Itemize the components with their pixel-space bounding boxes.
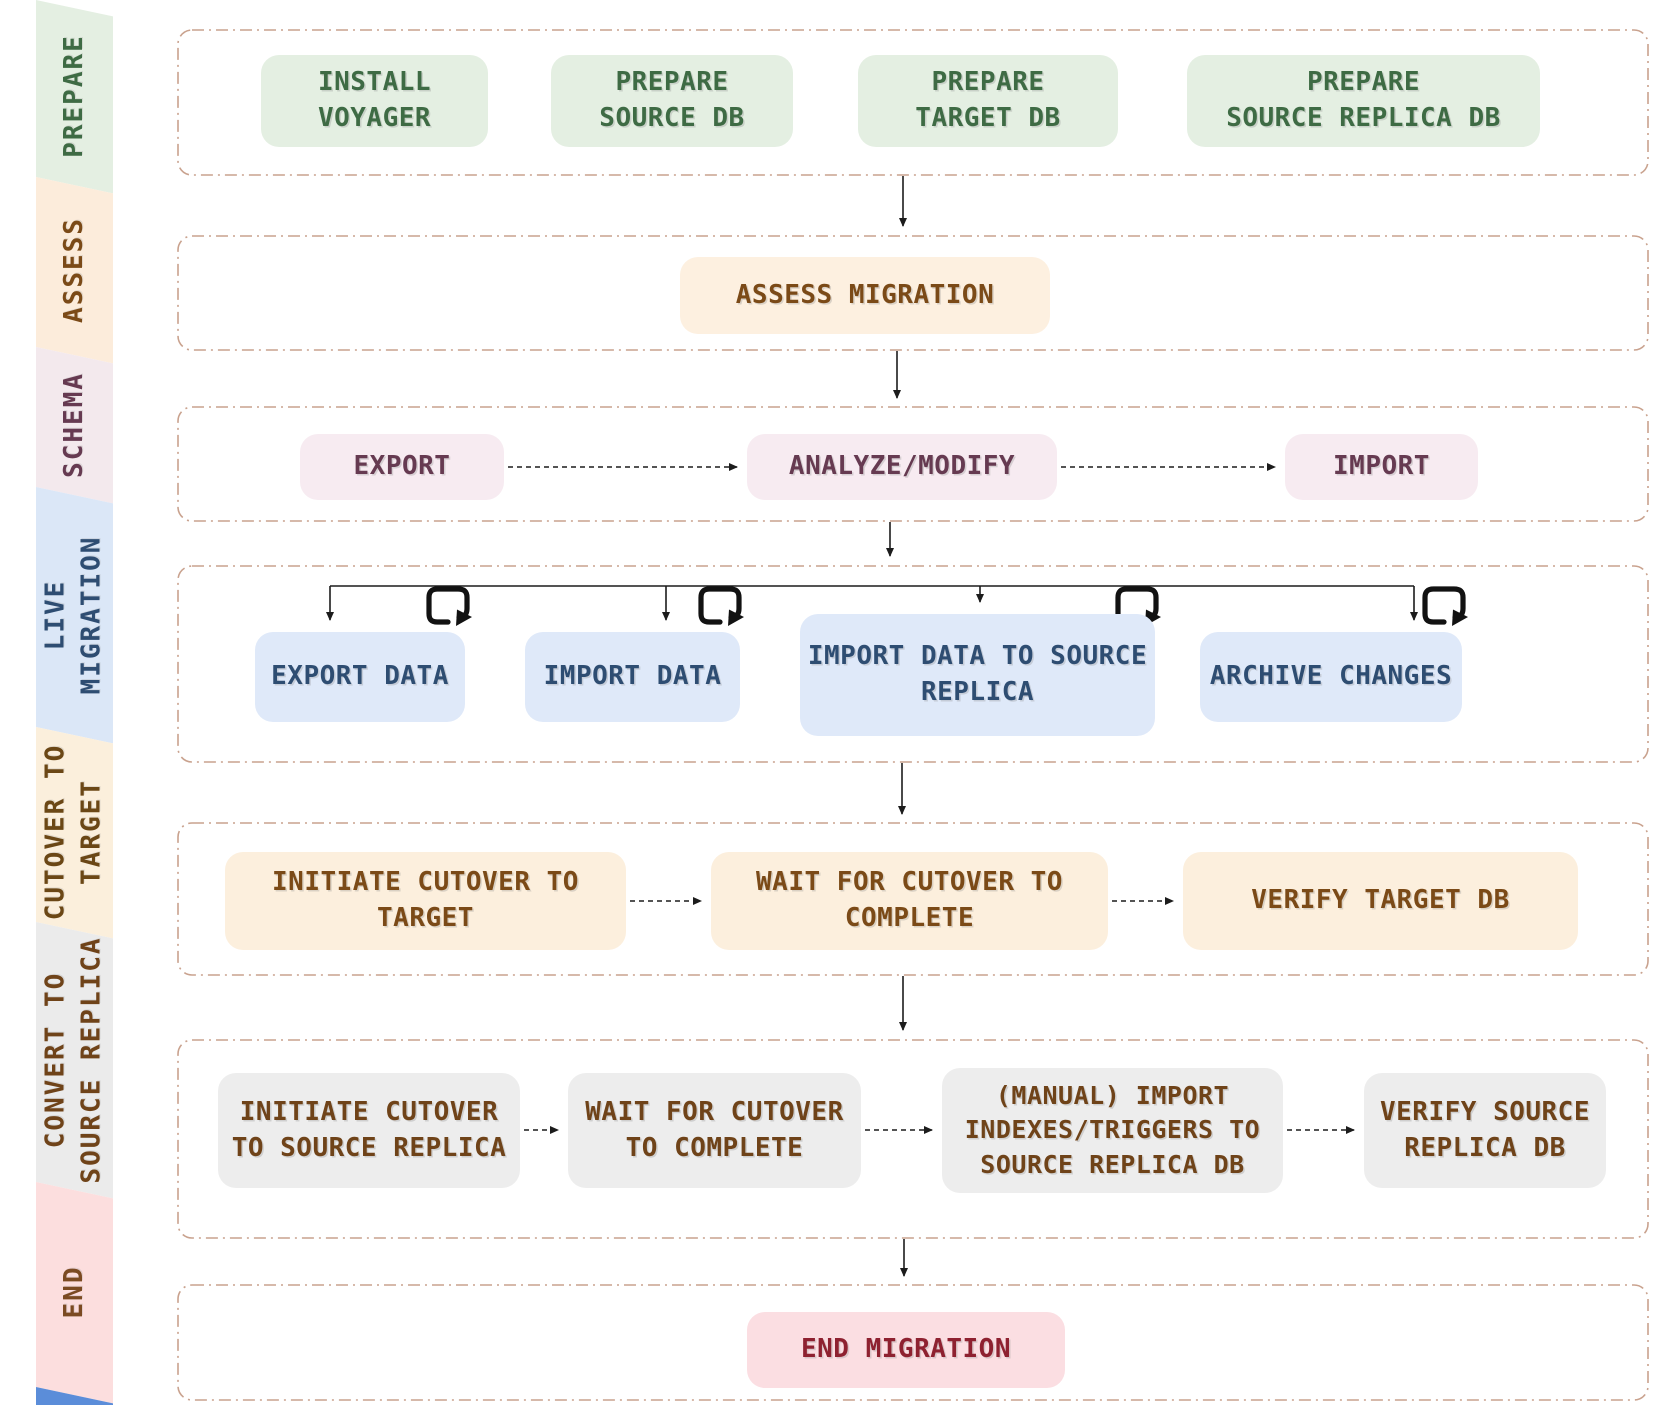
node-end-migration: END MIGRATION xyxy=(747,1312,1065,1388)
node-initiate-cutover-to-target: INITIATE CUTOVER TO TARGET xyxy=(225,852,626,950)
repeat-icon xyxy=(1422,586,1468,626)
phase-container-assess xyxy=(177,235,1649,351)
node-initiate-cutover-to-source-replica: INITIATE CUTOVER TO SOURCE REPLICA xyxy=(218,1073,520,1188)
phase-label-live-migration: LIVE MIGRATION xyxy=(40,535,107,695)
phase-label-schema: SCHEMA xyxy=(58,372,89,478)
node-prepare-target-db: PREPARE TARGET DB xyxy=(858,55,1118,147)
phase-container-schema xyxy=(177,406,1649,522)
phase-container-end xyxy=(177,1284,1649,1401)
phase-container-live-migration xyxy=(177,565,1649,763)
node-analyze-modify-schema: ANALYZE/MODIFY xyxy=(747,434,1057,500)
node-prepare-source-replica-db: PREPARE SOURCE REPLICA DB xyxy=(1187,55,1540,147)
node-verify-target-db: VERIFY TARGET DB xyxy=(1183,852,1578,950)
node-export-schema: EXPORT xyxy=(300,434,504,500)
node-import-schema: IMPORT xyxy=(1285,434,1478,500)
fanout-rail xyxy=(326,585,1418,621)
phase-connector-arrows xyxy=(886,176,908,1277)
repeat-icon xyxy=(426,586,472,626)
node-wait-cutover-complete-replica: WAIT FOR CUTOVER TO COMPLETE xyxy=(568,1073,861,1188)
node-import-data: IMPORT DATA xyxy=(525,632,740,722)
node-install-voyager: INSTALL VOYAGER xyxy=(261,55,488,147)
phase-container-convert xyxy=(177,1039,1649,1239)
step-arrows xyxy=(508,463,1355,1134)
node-import-data-to-source-replica: IMPORT DATA TO SOURCE REPLICA xyxy=(800,614,1155,736)
node-wait-cutover-complete-target: WAIT FOR CUTOVER TO COMPLETE xyxy=(711,852,1108,950)
node-prepare-source-db: PREPARE SOURCE DB xyxy=(551,55,793,147)
phase-label-cutover: CUTOVER TO TARGET xyxy=(40,743,107,921)
node-archive-changes: ARCHIVE CHANGES xyxy=(1200,632,1462,722)
repeat-icon xyxy=(698,586,744,626)
node-import-indexes-triggers: (MANUAL) IMPORT INDEXES/TRIGGERS TO SOUR… xyxy=(942,1068,1283,1193)
phase-label-prepare: PREPARE xyxy=(58,34,89,158)
node-verify-source-replica-db: VERIFY SOURCE REPLICA DB xyxy=(1364,1073,1606,1188)
node-export-data: EXPORT DATA xyxy=(255,632,465,722)
phase-label-end: END xyxy=(58,1265,89,1319)
node-assess-migration: ASSESS MIGRATION xyxy=(680,257,1050,334)
phase-label-assess: ASSESS xyxy=(58,217,89,323)
phase-container-prepare xyxy=(177,29,1649,176)
phase-container-cutover xyxy=(177,822,1649,976)
phase-label-convert: CONVERT TO SOURCE REPLICA xyxy=(40,936,107,1184)
